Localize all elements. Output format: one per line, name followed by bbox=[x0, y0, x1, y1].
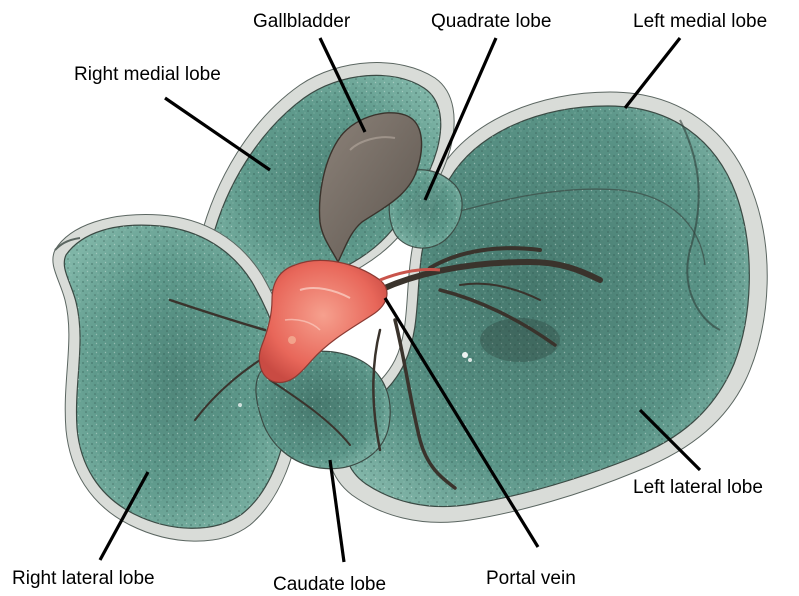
portal-vein-label: Portal vein bbox=[486, 568, 576, 589]
left-medial-lobe-label: Left medial lobe bbox=[633, 11, 767, 32]
right-lateral-lobe-label: Right lateral lobe bbox=[12, 568, 155, 589]
gallbladder-label: Gallbladder bbox=[253, 11, 351, 32]
left-lateral-lobe-label: Left lateral lobe bbox=[633, 477, 763, 498]
quadrate-lobe-label: Quadrate lobe bbox=[431, 11, 551, 32]
caudate-lobe-label: Caudate lobe bbox=[273, 574, 386, 595]
right-medial-lobe-label: Right medial lobe bbox=[74, 64, 221, 85]
